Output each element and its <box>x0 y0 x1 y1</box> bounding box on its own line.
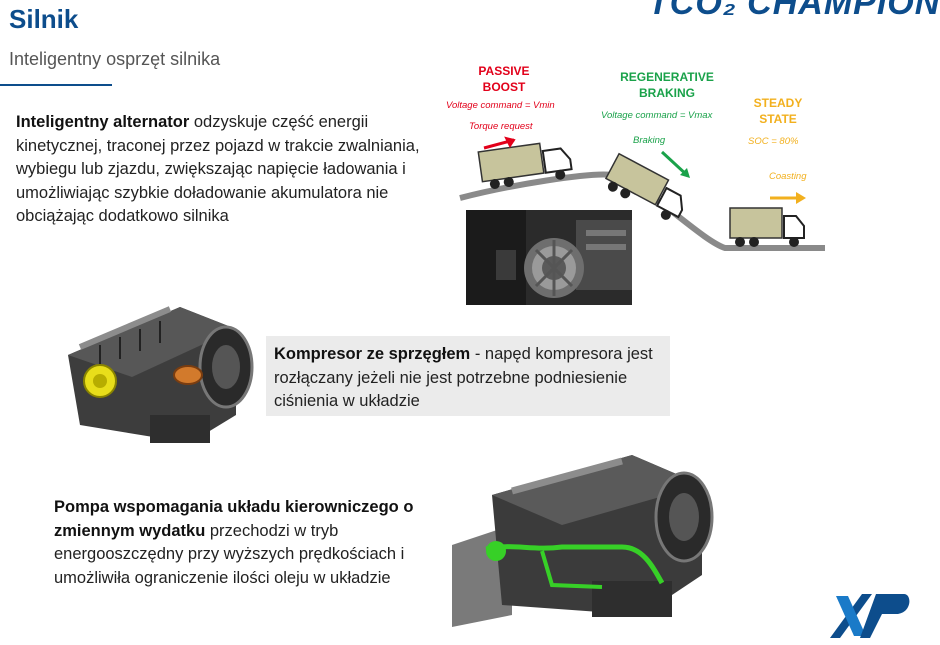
regen-braking-text: Braking <box>633 135 666 146</box>
engine-steering-pump-image <box>452 455 714 627</box>
truck-uphill-icon <box>477 142 573 189</box>
truck-downhill-icon <box>604 152 684 220</box>
brand-logo-text: TCO₂ CHAMPION <box>648 0 940 22</box>
engine-compressor-image <box>68 306 254 443</box>
road-profile-diagram <box>459 136 825 251</box>
compressor-text-box <box>266 336 670 416</box>
alternator-heading: Inteligentny alternator <box>16 113 190 131</box>
steady-state-label: STEADY STATE <box>753 96 803 126</box>
pump-text: przechodzi w tryb energooszczędny przy w… <box>54 521 405 587</box>
page-title: Silnik <box>9 4 79 34</box>
compressor-description: Kompresor ze sprzęgłem - napęd kompresor… <box>274 343 669 414</box>
passive-boost-label: PASSIVE BOOST <box>478 64 530 94</box>
pump-description: Pompa wspomagania układu kierowniczego o… <box>54 496 454 590</box>
regen-braking-label: REGENERATIVE BRAKING <box>620 70 714 100</box>
xp-logo-text: XP <box>916 639 918 641</box>
page-subtitle: Inteligentny osprzęt silnika <box>9 49 221 69</box>
regen-voltage: Voltage command = Vmax <box>601 110 713 121</box>
alternator-photo <box>466 210 632 305</box>
xp-logo: XP <box>830 594 910 638</box>
passive-boost-torque: Torque request <box>469 121 533 132</box>
subtitle-underline <box>0 84 112 86</box>
truck-flat-icon <box>729 207 805 247</box>
alternator-text: odzyskuje część energii kinetycznej, tra… <box>16 113 420 225</box>
passive-boost-voltage: Voltage command = Vmin <box>446 100 555 111</box>
compressor-text: - napęd kompresora jest rozłączany jeżel… <box>274 345 653 410</box>
steady-soc: SOC = 80% <box>748 136 799 147</box>
alternator-description: Inteligentny alternator odzyskuje część … <box>16 111 428 229</box>
pump-heading: Pompa wspomagania układu kierowniczego o… <box>54 498 414 540</box>
steady-coasting: Coasting <box>769 171 807 182</box>
compressor-heading: Kompresor ze sprzęgłem <box>274 345 471 363</box>
